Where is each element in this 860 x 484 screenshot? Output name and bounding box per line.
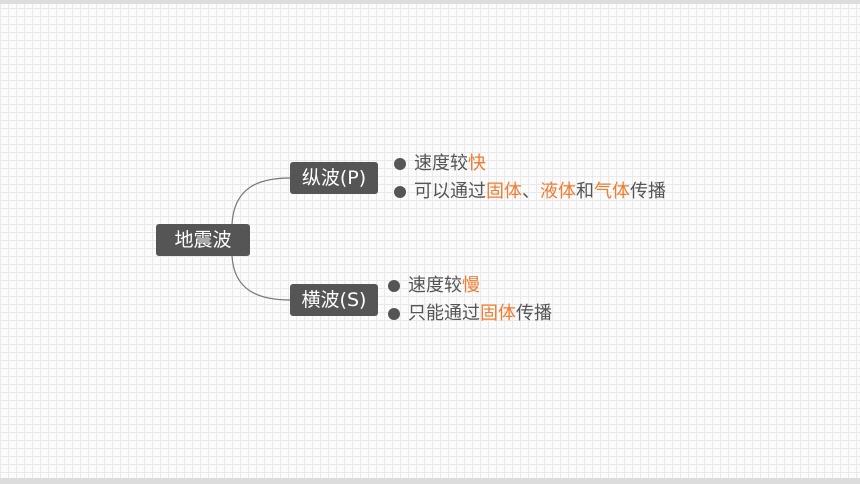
s-wave-properties: 速度较慢 只能通过固体传播: [386, 272, 552, 328]
highlight-text: 气体: [594, 181, 630, 202]
list-item: 速度较慢: [386, 272, 552, 300]
plain-text: 速度较: [408, 275, 462, 296]
plain-text: 只能通过: [408, 303, 480, 324]
connector-to-s-wave: [231, 255, 291, 301]
plain-text: 和: [576, 181, 594, 202]
plain-text: 可以通过: [414, 181, 486, 202]
branch-node-p-wave[interactable]: 纵波(P): [290, 162, 378, 194]
connector-to-p-wave: [231, 177, 291, 225]
bullet-dot-icon: [388, 308, 400, 320]
plain-text: 、: [522, 181, 540, 202]
property-text: 可以通过固体、液体和气体传播: [414, 181, 666, 202]
list-item: 可以通过固体、液体和气体传播: [392, 178, 666, 206]
list-item: 速度较快: [392, 150, 666, 178]
bullet-dot-icon: [388, 280, 400, 292]
plain-text: 传播: [516, 303, 552, 324]
highlight-text: 快: [468, 153, 486, 174]
p-wave-properties: 速度较快 可以通过固体、液体和气体传播: [392, 150, 666, 206]
property-text: 速度较慢: [408, 275, 480, 296]
highlight-text: 固体: [486, 181, 522, 202]
list-item: 只能通过固体传播: [386, 300, 552, 328]
top-border: [0, 0, 860, 4]
property-text: 只能通过固体传播: [408, 303, 552, 324]
highlight-text: 固体: [480, 303, 516, 324]
root-node[interactable]: 地震波: [156, 224, 250, 256]
plain-text: 传播: [630, 181, 666, 202]
plain-text: 速度较: [414, 153, 468, 174]
bottom-border: [0, 478, 860, 484]
bullet-dot-icon: [394, 186, 406, 198]
highlight-text: 慢: [462, 275, 480, 296]
bullet-dot-icon: [394, 158, 406, 170]
branch-node-s-wave[interactable]: 横波(S): [290, 284, 378, 316]
property-text: 速度较快: [414, 153, 486, 174]
highlight-text: 液体: [540, 181, 576, 202]
